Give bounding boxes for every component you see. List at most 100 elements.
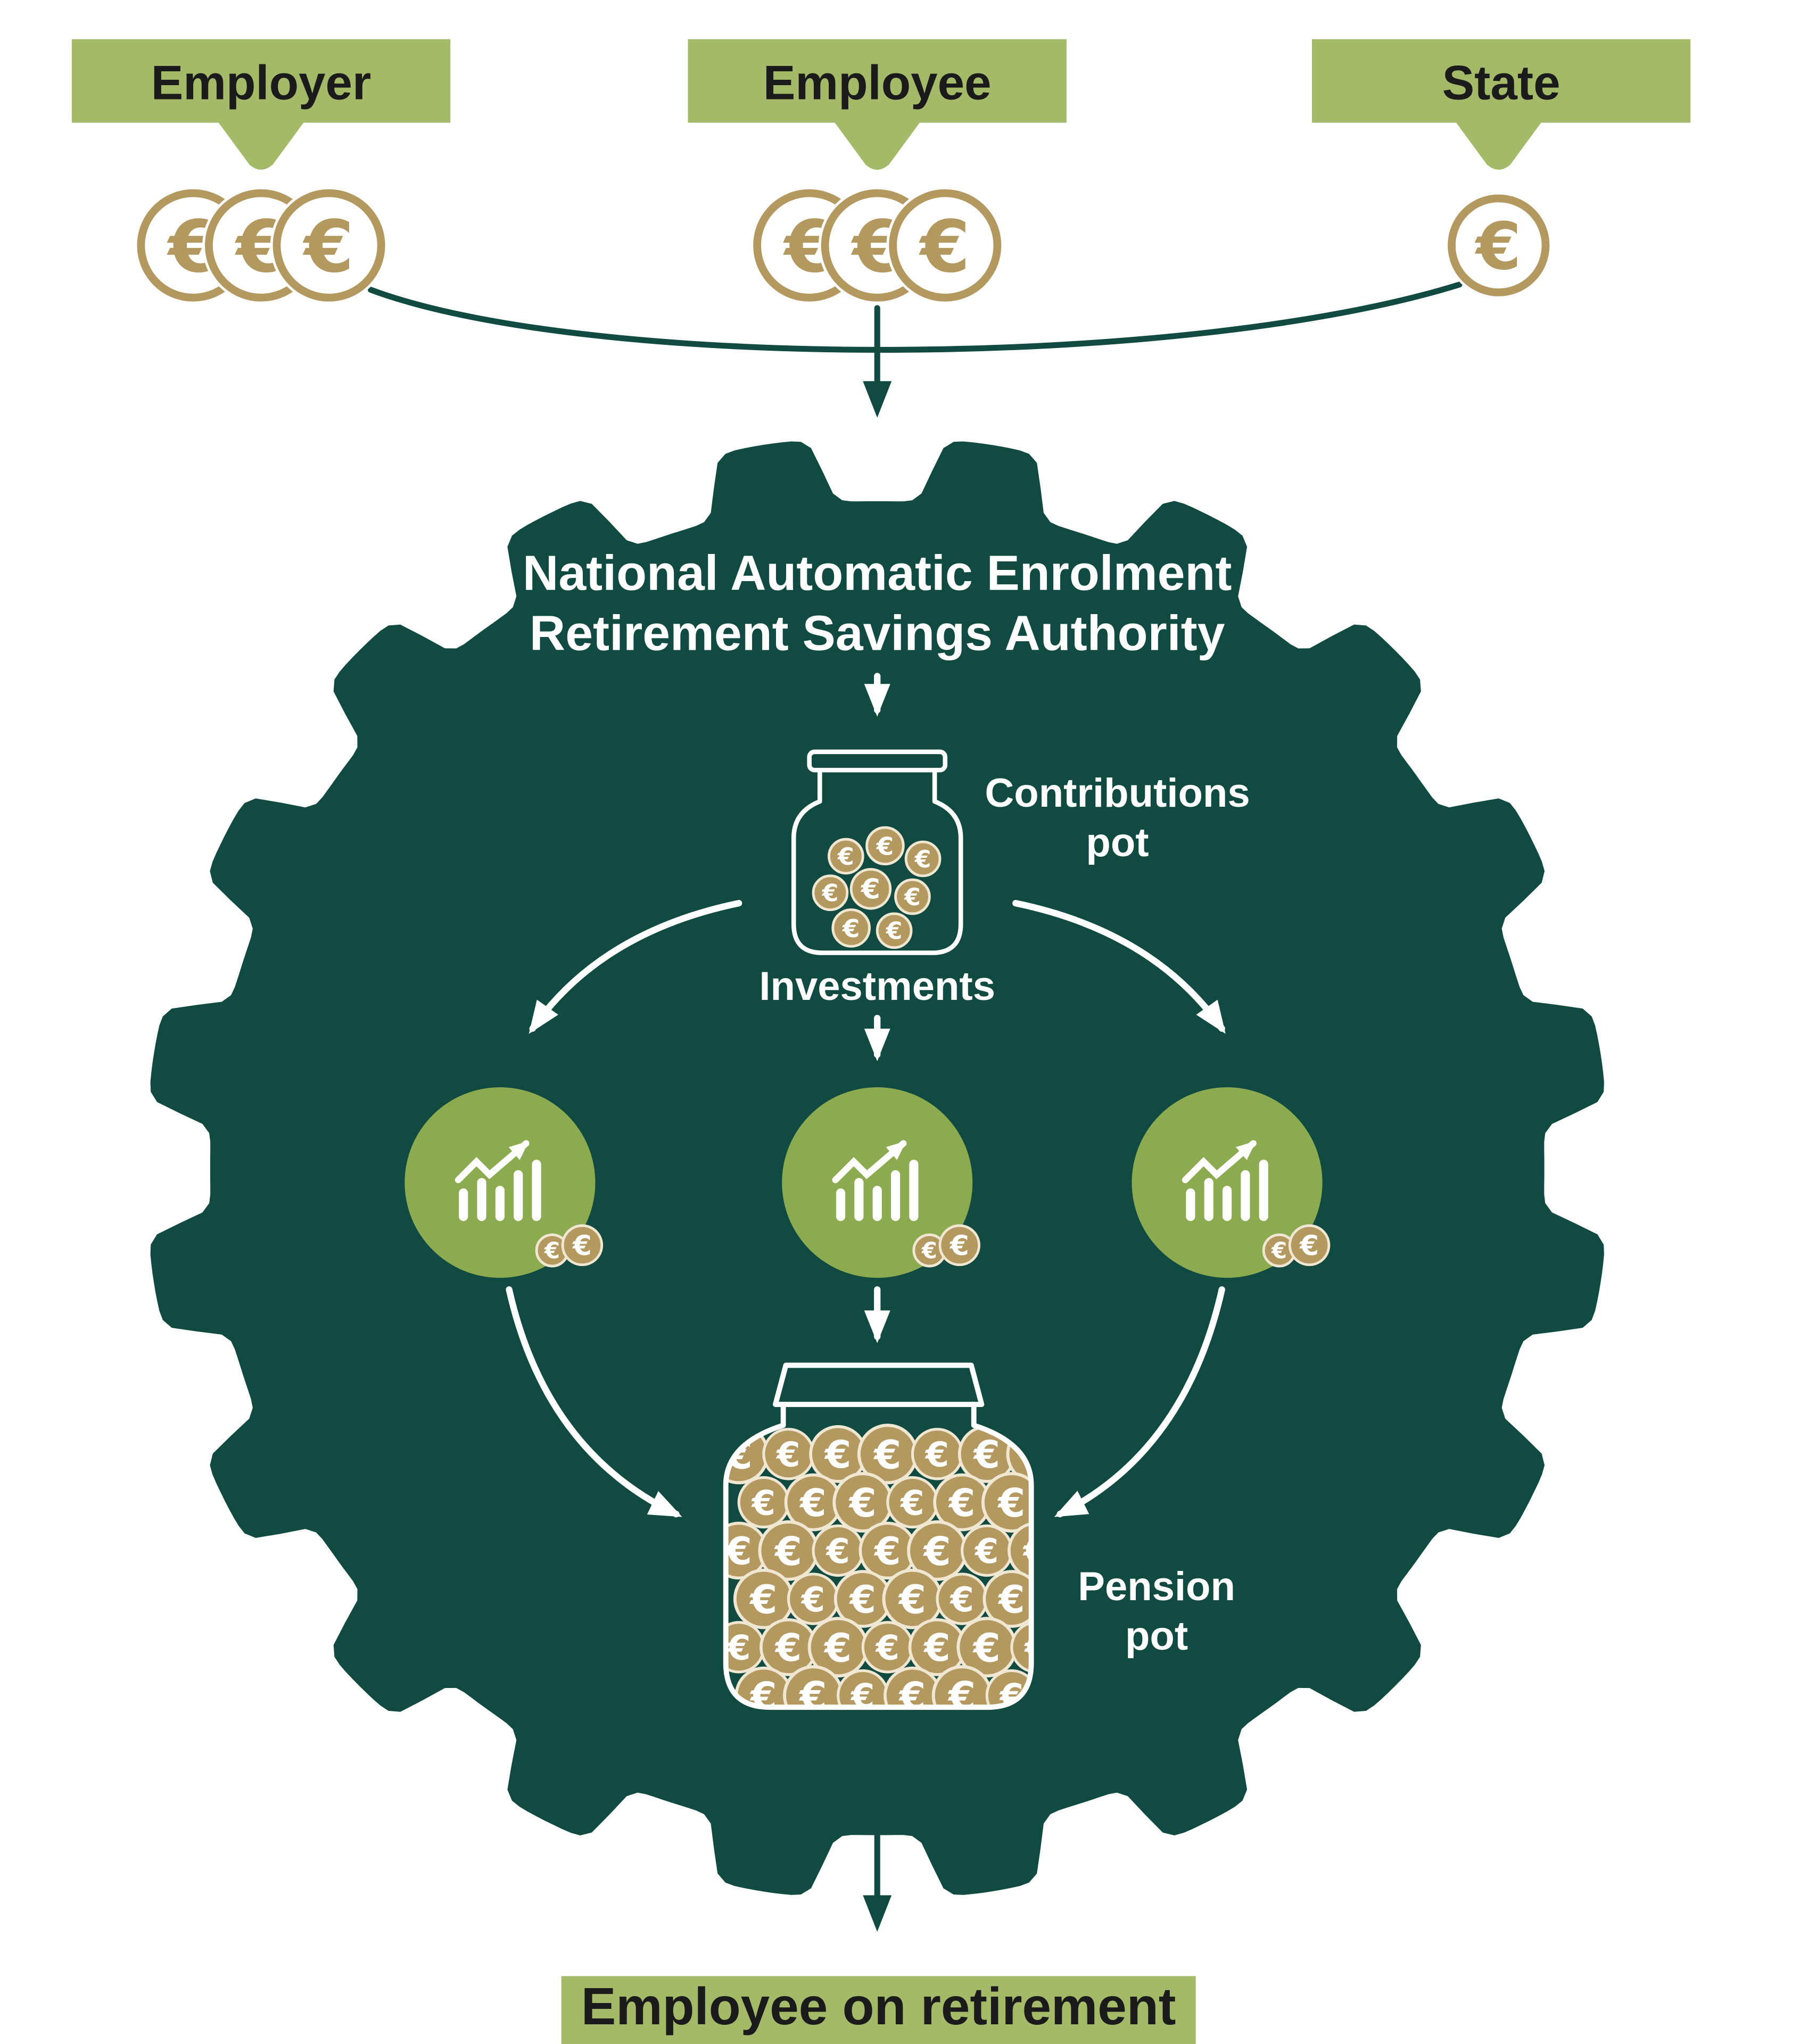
euro-coin-icon	[1288, 1224, 1331, 1267]
euro-coin-icon	[561, 1224, 604, 1267]
euro-symbol: €	[922, 1529, 951, 1575]
euro-coin-icon	[985, 1669, 1031, 1708]
euro-symbol: €	[876, 832, 894, 861]
euro-symbol: €	[825, 1532, 849, 1571]
euro-symbol: €	[1474, 208, 1521, 284]
euro-coin-icon	[894, 878, 931, 915]
euro-symbol: €	[800, 1580, 825, 1620]
source-box	[1311, 39, 1691, 123]
euro-symbol: €	[973, 1433, 1000, 1477]
outcome-box	[561, 1976, 1196, 2044]
euro-symbol: €	[898, 1578, 926, 1623]
source-box	[71, 39, 451, 123]
euro-symbol: €	[799, 1481, 826, 1525]
jar-body	[791, 767, 963, 955]
investment-arrow-right	[1012, 900, 1226, 1034]
contributions-pot-icon: €€€€€€€€	[791, 749, 963, 955]
euro-symbol: €	[904, 884, 921, 911]
euro-symbol: €	[544, 1237, 560, 1263]
euro-coin-icon	[1008, 1521, 1031, 1580]
investment-fund-center	[782, 1087, 973, 1278]
pension-coins: €€€€€€€€€€€€€€€€€€€€€€€€€€€€€€€€€€€€€€€	[724, 1424, 1031, 1719]
euro-symbol: €	[774, 1529, 802, 1575]
euro-coin-icon	[273, 189, 385, 302]
source-box-pointer	[1454, 120, 1543, 170]
source-box	[688, 39, 1067, 123]
euro-symbol: €	[974, 1532, 998, 1571]
euro-symbol: €	[947, 1674, 976, 1719]
to-pension-arrow-right	[1054, 1286, 1225, 1518]
euro-symbol: €	[724, 1529, 752, 1574]
euro-coin-icon	[828, 838, 864, 875]
euro-coin-icon	[831, 908, 871, 948]
euro-symbol: €	[924, 1436, 949, 1475]
source-coin-clusters: €€€€€€€	[134, 186, 1553, 304]
euro-symbol: €	[842, 914, 860, 943]
euro-symbol: €	[1299, 1230, 1319, 1262]
euro-symbol: €	[822, 880, 839, 907]
euro-symbol: €	[949, 1580, 973, 1620]
euro-coin-icon	[849, 868, 892, 910]
euro-symbol: €	[948, 1481, 975, 1525]
euro-symbol: €	[749, 1578, 777, 1623]
euro-symbol: €	[302, 205, 354, 288]
jar-body	[723, 1402, 1034, 1710]
euro-symbol: €	[923, 1626, 950, 1670]
euro-coin-icon	[1448, 194, 1550, 296]
euro-symbol: €	[899, 1484, 924, 1523]
fund-circle	[1132, 1087, 1323, 1278]
euro-symbol: €	[861, 874, 880, 906]
euro-symbol: €	[848, 1481, 877, 1526]
euro-symbol: €	[823, 1626, 852, 1671]
source-employer: Employer	[71, 39, 451, 170]
euro-symbol: €	[873, 1433, 901, 1478]
source-label-employee: Employee	[763, 56, 992, 110]
euro-symbol: €	[850, 1677, 874, 1716]
euro-symbol: €	[837, 843, 854, 871]
euro-symbol: €	[886, 918, 903, 945]
source-box-pointer	[217, 120, 306, 170]
euro-symbol: €	[798, 1674, 827, 1719]
euro-symbol: €	[898, 1674, 926, 1718]
pension-pot-icon: €€€€€€€€€€€€€€€€€€€€€€€€€€€€€€€€€€€€€€€	[723, 1362, 1034, 1719]
investment-fund-left	[404, 1087, 596, 1278]
investments-label: Investments	[759, 964, 995, 1009]
euro-symbol: €	[873, 1529, 901, 1574]
pension-pot-label-line1: Pension	[1078, 1564, 1235, 1609]
investment-arrow-left	[529, 900, 742, 1034]
euro-symbol: €	[997, 1577, 1025, 1621]
pension-pot-label-line2: pot	[1125, 1613, 1188, 1659]
euro-coin-icon	[865, 826, 905, 866]
contributions-coins: €€€€€€€€	[812, 826, 942, 949]
euro-symbol: €	[749, 1674, 777, 1718]
euro-symbol: €	[875, 1629, 899, 1668]
euro-coin-icon	[812, 874, 849, 912]
euro-symbol: €	[774, 1626, 802, 1670]
source-label-employer: Employer	[151, 56, 371, 110]
euro-symbol: €	[950, 1230, 969, 1262]
contributions-pot-label-line2: pot	[1086, 820, 1149, 865]
jar-lid	[773, 1362, 985, 1408]
euro-coin-icon	[876, 912, 913, 949]
euro-symbol: €	[914, 846, 931, 873]
outcome-label: Employee on retirement	[581, 1977, 1176, 2035]
euro-coin-icon	[889, 189, 1002, 302]
fund-circle	[404, 1087, 596, 1278]
authority-name-line2: Retirement Savings Authority	[530, 605, 1225, 660]
euro-symbol: €	[919, 205, 970, 288]
euro-symbol: €	[824, 1433, 851, 1477]
euro-symbol: €	[921, 1237, 937, 1263]
euro-symbol: €	[1271, 1237, 1287, 1263]
fund-circle	[782, 1087, 973, 1278]
source-box-pointer	[832, 120, 922, 170]
jar-lid	[807, 749, 948, 773]
euro-symbol: €	[972, 1626, 1001, 1671]
euro-coin-icon	[983, 1570, 1031, 1628]
euro-coin-icon	[1010, 1621, 1031, 1674]
euro-symbol: €	[848, 1577, 876, 1621]
source-state: State	[1311, 39, 1691, 170]
to-pension-arrow-left	[506, 1286, 682, 1518]
euro-symbol: €	[751, 1484, 775, 1523]
